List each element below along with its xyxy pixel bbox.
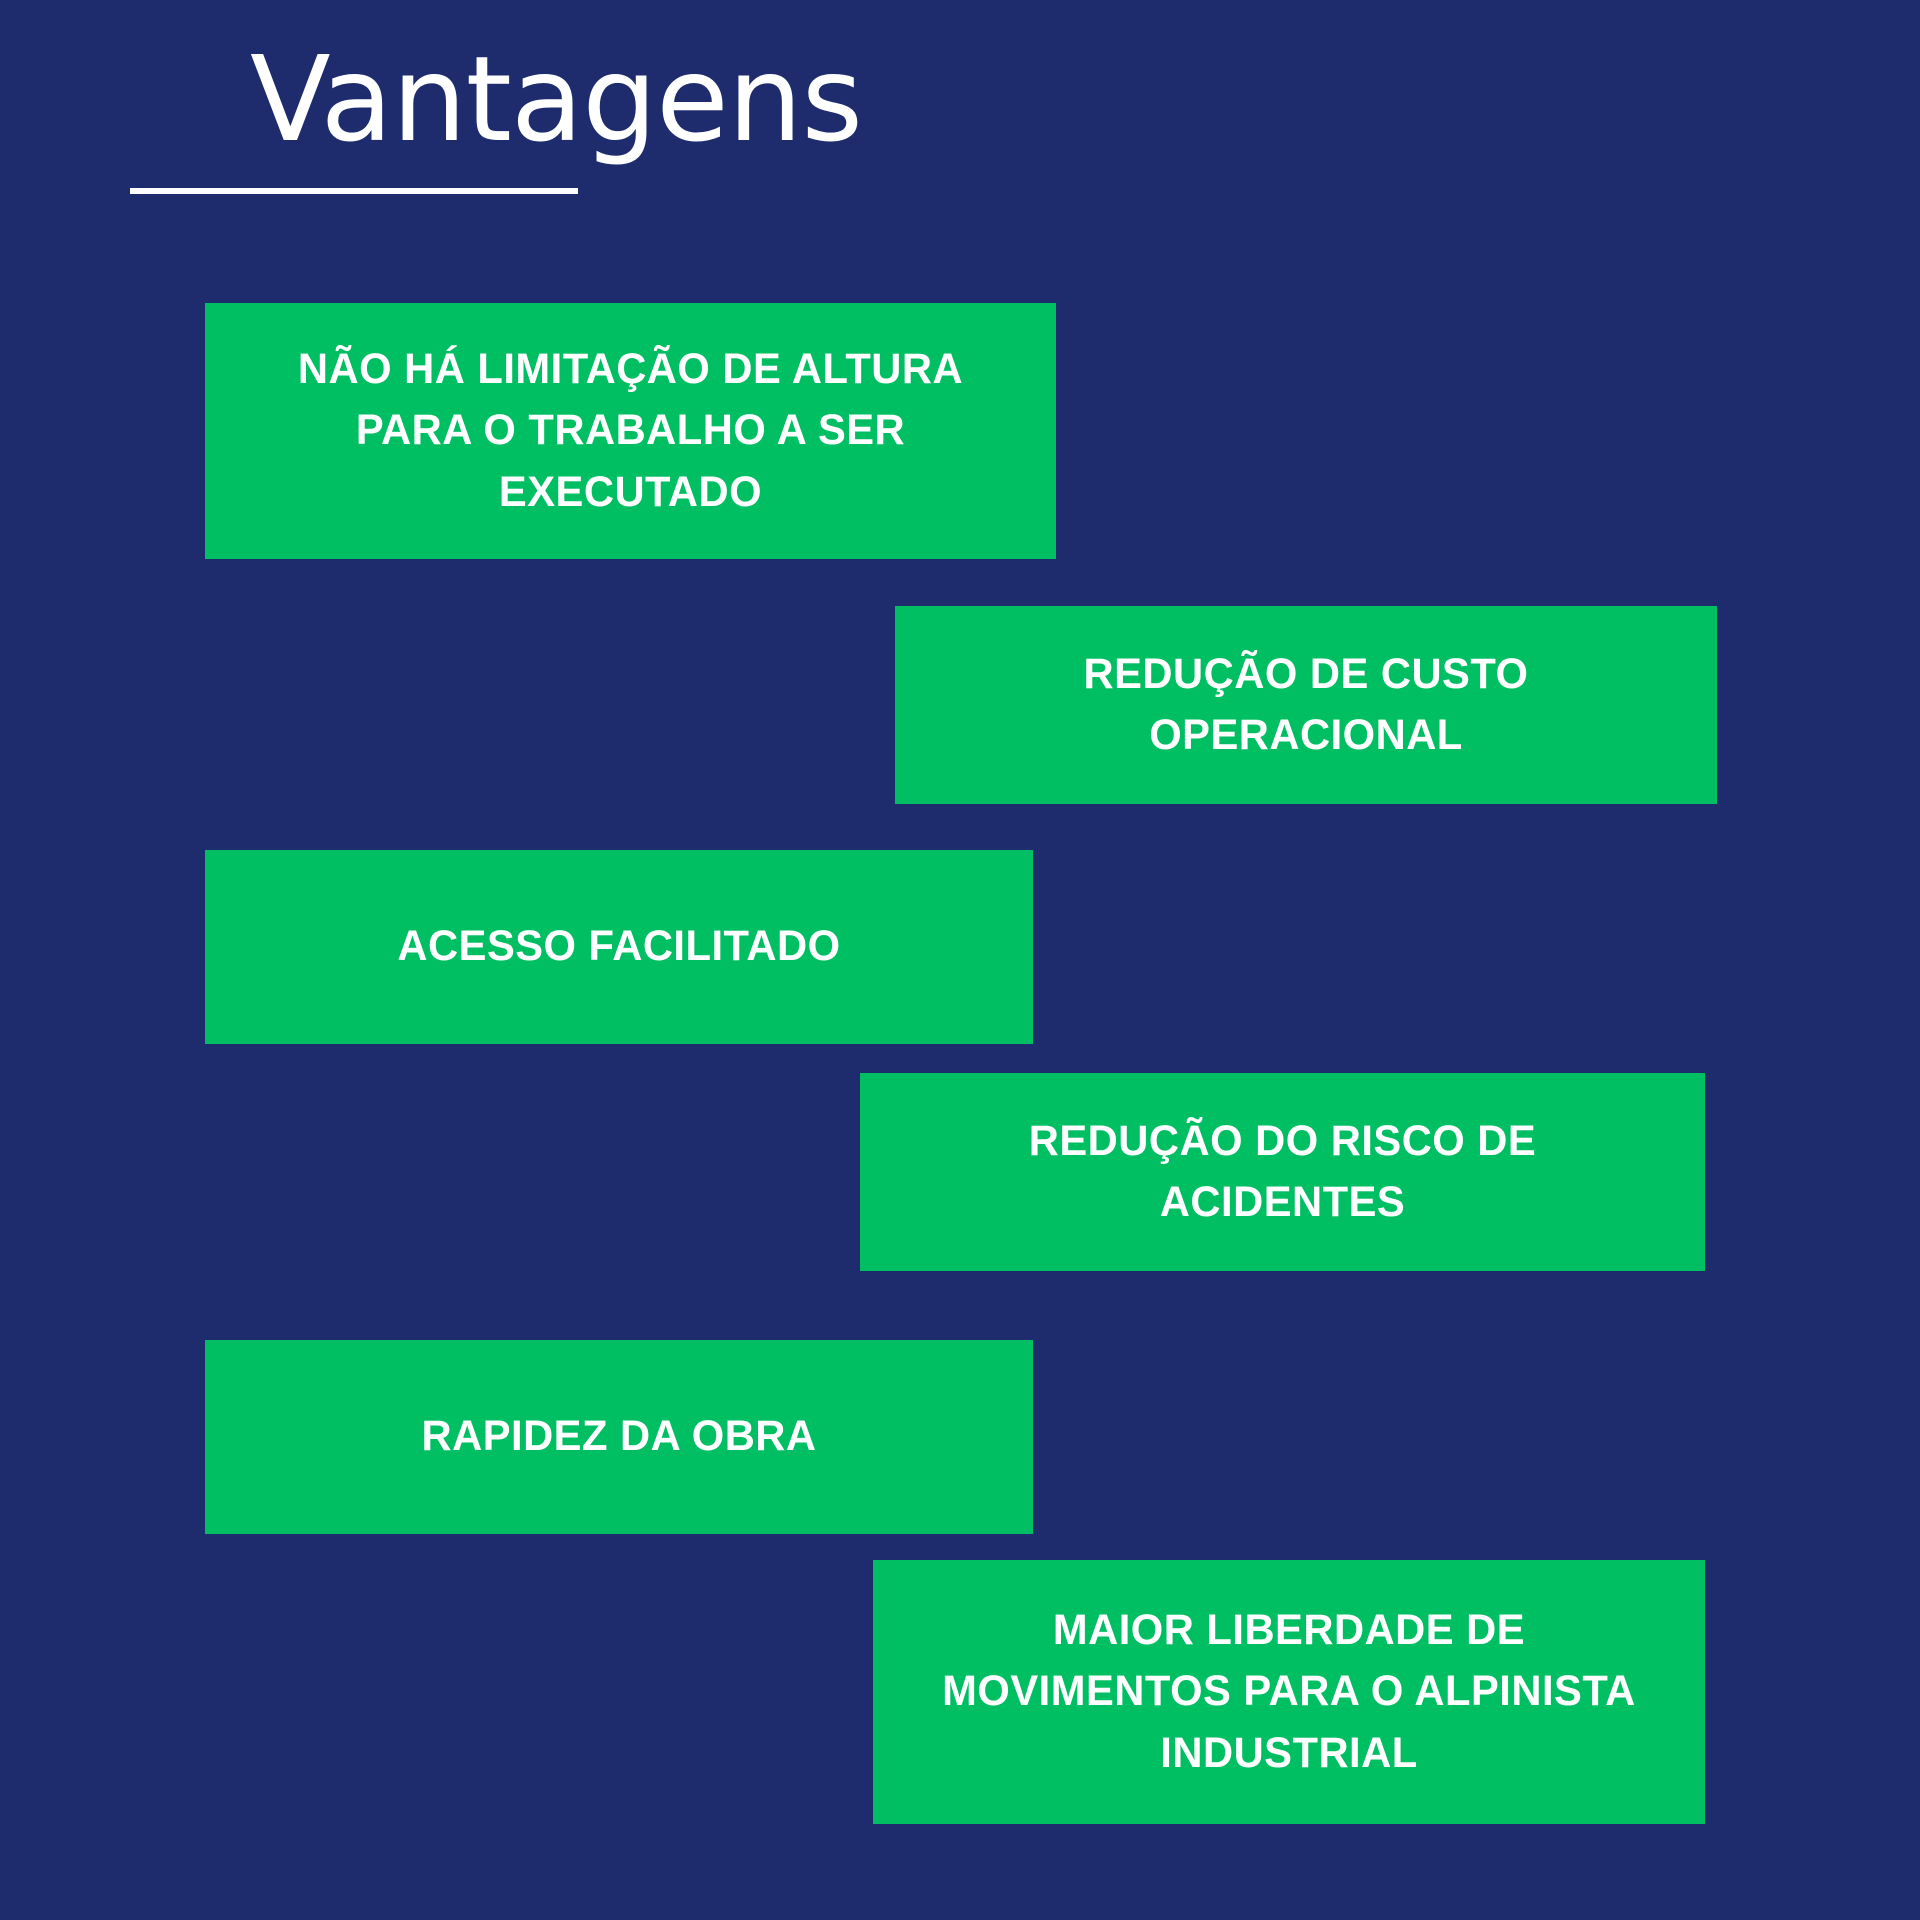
advantage-card-3: ACESSO FACILITADO	[205, 850, 1033, 1044]
advantage-card-3-label: ACESSO FACILITADO	[397, 922, 841, 971]
advantage-card-1-label: NÃO HÁ LIMITAÇÃO DE ALTURA PARA O TRABAL…	[297, 345, 964, 516]
advantage-card-6: MAIOR LIBERDADE DE MOVIMENTOS PARA O ALP…	[873, 1560, 1705, 1824]
title-block: Vantagens	[0, 0, 1920, 230]
advantage-card-1: NÃO HÁ LIMITAÇÃO DE ALTURA PARA O TRABAL…	[205, 303, 1056, 559]
advantage-card-4: REDUÇÃO DO RISCO DE ACIDENTES	[860, 1073, 1705, 1271]
advantage-card-4-label: REDUÇÃO DO RISCO DE ACIDENTES	[1028, 1116, 1537, 1226]
advantage-card-5-label: RAPIDEZ DA OBRA	[421, 1412, 817, 1461]
page-title: Vantagens	[250, 30, 863, 168]
advantage-card-5: RAPIDEZ DA OBRA	[205, 1340, 1033, 1534]
advantage-card-2: REDUÇÃO DE CUSTO OPERACIONAL	[895, 606, 1717, 804]
advantage-card-2-label: REDUÇÃO DE CUSTO OPERACIONAL	[1083, 649, 1529, 759]
advantage-card-6-label: MAIOR LIBERDADE DE MOVIMENTOS PARA O ALP…	[942, 1606, 1636, 1777]
title-underline-rule	[130, 188, 578, 194]
